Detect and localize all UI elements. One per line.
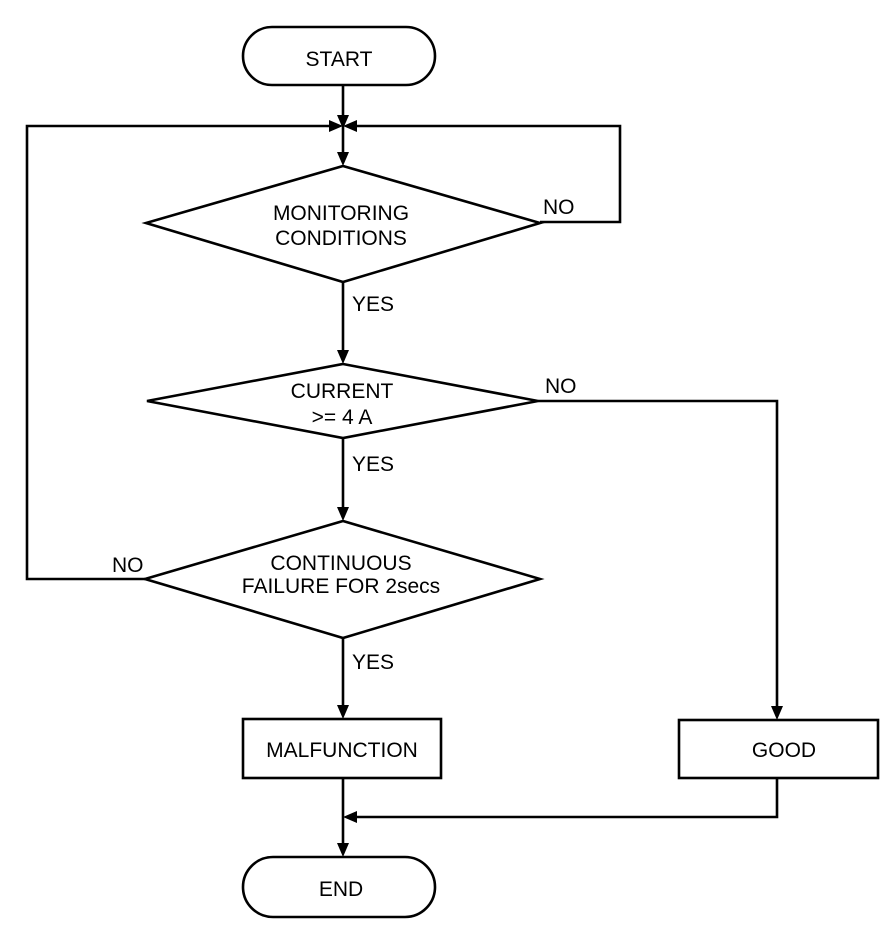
current-no-label: NO <box>545 375 577 398</box>
monitoring-label-line2: CONDITIONS <box>275 227 407 250</box>
arrowhead-continuous <box>337 507 349 521</box>
end-terminator <box>241 855 437 919</box>
continuous-no-label: NO <box>112 554 144 577</box>
good-label: GOOD <box>752 739 816 762</box>
continuous-label-line1: CONTINUOUS <box>270 552 411 575</box>
connector-continuous-no-loop <box>25 124 333 581</box>
current-label-line2: >= 4 A <box>312 406 373 429</box>
arrowhead-good-join <box>343 811 357 823</box>
monitoring-label-line1: MONITORING <box>273 202 409 225</box>
continuous-yes-label: YES <box>352 651 394 674</box>
connector-monitoring-no-loop <box>353 124 622 224</box>
arrowhead-good <box>771 706 783 720</box>
arrowhead-malfunction <box>337 705 349 719</box>
connector-good-end <box>355 778 779 819</box>
continuous-label-line2: FAILURE FOR 2secs <box>242 575 440 598</box>
arrowhead-right-loop <box>343 120 357 132</box>
arrowhead-start-merge <box>337 115 349 129</box>
arrowhead-monitoring <box>337 152 349 166</box>
arrowhead-end <box>337 843 349 857</box>
arrowhead-current <box>337 350 349 364</box>
malfunction-label: MALFUNCTION <box>266 739 418 762</box>
monitoring-yes-label: YES <box>352 293 394 316</box>
end-label: END <box>319 878 363 901</box>
arrowhead-left-loop <box>329 120 343 132</box>
connector-current-no-good <box>538 399 779 708</box>
start-terminator <box>241 25 437 87</box>
current-yes-label: YES <box>352 453 394 476</box>
current-label-line1: CURRENT <box>291 380 394 403</box>
good-box <box>677 718 880 780</box>
start-label: START <box>306 48 373 71</box>
monitoring-no-label: NO <box>543 196 575 219</box>
